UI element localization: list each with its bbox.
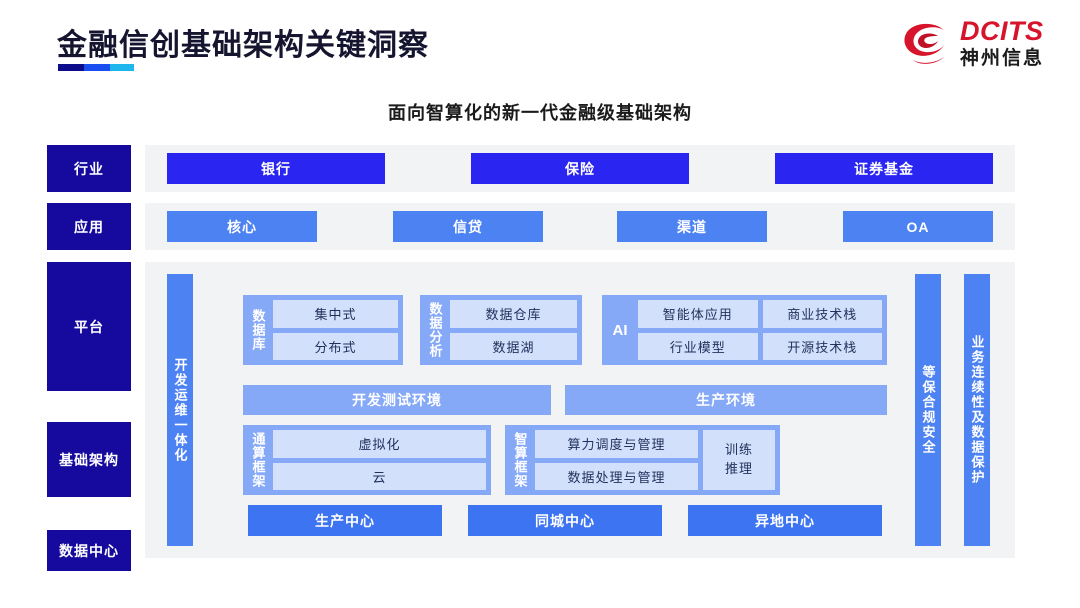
application-box-oa[interactable]: OA	[843, 211, 993, 242]
application-box-channel[interactable]: 渠道	[617, 211, 767, 242]
vertical-bar-business-continuity: 业务连续性及数据保护	[964, 274, 990, 546]
group-items-intelligent-compute: 算力调度与管理 数据处理与管理	[535, 430, 698, 490]
datacenter-box-remote[interactable]: 异地中心	[688, 505, 882, 536]
group-intelligent-compute-framework: 智算框架 算力调度与管理 数据处理与管理 训练 推理	[505, 425, 780, 495]
env-bar-dev-test[interactable]: 开发测试环境	[243, 385, 551, 415]
vertical-bar-security-compliance: 等保合规安全	[915, 274, 941, 546]
group-label-data-analysis: 数据分析	[427, 302, 443, 358]
chip-data-warehouse[interactable]: 数据仓库	[450, 300, 577, 328]
accent-segment-3	[110, 64, 134, 71]
title-accent-bar	[58, 64, 134, 71]
datacenter-box-same-city[interactable]: 同城中心	[468, 505, 662, 536]
rail-label-datacenter: 数据中心	[47, 530, 131, 571]
group-label-general-compute: 通算框架	[250, 432, 266, 488]
group-items-data-analysis: 数据仓库 数据湖	[450, 300, 577, 360]
env-bar-production[interactable]: 生产环境	[565, 385, 887, 415]
inference-label: 推理	[724, 461, 753, 476]
industry-box-securities-fund[interactable]: 证券基金	[775, 153, 993, 184]
accent-segment-1	[58, 64, 84, 71]
group-label-database: 数据库	[250, 309, 266, 351]
page-title: 金融信创基础架构关键洞察	[57, 29, 429, 62]
rail-label-infrastructure: 基础架构	[47, 422, 131, 497]
brand-logo: DCITS 神州信息	[900, 18, 1044, 68]
chip-distributed[interactable]: 分布式	[273, 332, 398, 360]
application-box-core[interactable]: 核心	[167, 211, 317, 242]
group-data-analysis: 数据分析 数据仓库 数据湖	[420, 295, 582, 365]
chip-centralized[interactable]: 集中式	[273, 300, 398, 328]
accent-segment-2	[84, 64, 110, 71]
chip-virtualization[interactable]: 虚拟化	[273, 430, 486, 458]
rail-label-platform: 平台	[47, 262, 131, 391]
chip-compute-scheduling[interactable]: 算力调度与管理	[535, 430, 698, 458]
logo-cn-text: 神州信息	[959, 48, 1044, 69]
industry-box-bank[interactable]: 银行	[167, 153, 385, 184]
chip-cloud[interactable]: 云	[273, 462, 486, 490]
chip-commercial-tech-stack[interactable]: 商业技术栈	[762, 300, 882, 328]
chip-training-inference[interactable]: 训练 推理	[703, 430, 775, 490]
chip-open-source-tech-stack[interactable]: 开源技术栈	[762, 332, 882, 360]
group-label-intelligent-compute: 智算框架	[512, 432, 528, 488]
rail-label-application: 应用	[47, 203, 131, 250]
chip-data-processing[interactable]: 数据处理与管理	[535, 462, 698, 490]
logo-en-text: DCITS	[959, 16, 1044, 46]
datacenter-box-production[interactable]: 生产中心	[248, 505, 442, 536]
diagram-subtitle: 面向智算化的新一代金融级基础架构	[388, 103, 692, 123]
logo-text: DCITS 神州信息	[959, 16, 1044, 69]
industry-box-insurance[interactable]: 保险	[471, 153, 689, 184]
chip-data-lake[interactable]: 数据湖	[450, 332, 577, 360]
group-label-ai: AI	[612, 321, 628, 339]
group-ai: AI 智能体应用 商业技术栈 行业模型 开源技术栈	[602, 295, 887, 365]
slide-header: 金融信创基础架构关键洞察 DCITS 神州信息	[0, 0, 1080, 88]
group-items-database: 集中式 分布式	[273, 300, 398, 360]
chip-industry-model[interactable]: 行业模型	[638, 332, 758, 360]
chip-agent-application[interactable]: 智能体应用	[638, 300, 758, 328]
group-items-general-compute: 虚拟化 云	[273, 430, 486, 490]
group-items-ai: 智能体应用 商业技术栈 行业模型 开源技术栈	[638, 300, 882, 360]
vertical-bar-devops: 开发运维一体化	[167, 274, 193, 546]
rail-label-industry: 行业	[47, 145, 131, 192]
group-database: 数据库 集中式 分布式	[243, 295, 403, 365]
dcits-swoosh-icon	[900, 18, 952, 68]
training-label: 训练	[724, 442, 753, 458]
group-general-compute-framework: 通算框架 虚拟化 云	[243, 425, 491, 495]
application-box-credit[interactable]: 信贷	[393, 211, 543, 242]
